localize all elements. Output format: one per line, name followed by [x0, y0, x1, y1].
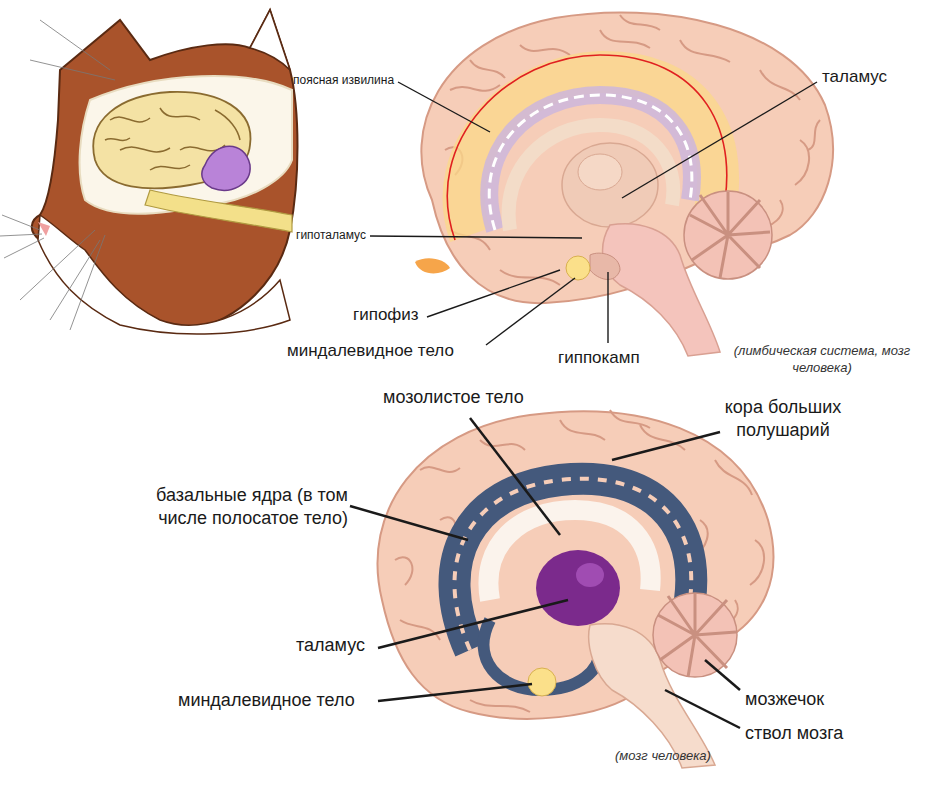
structure-label: таламус [296, 634, 365, 657]
cat-head [145, 190, 292, 232]
leader-line [350, 418, 740, 728]
figure-caption: (мозг человека) [615, 748, 711, 765]
limbic-brain [684, 191, 772, 279]
limbic-brain [509, 125, 674, 230]
leader-line [350, 506, 468, 540]
structure-label: поясная извилина [293, 73, 394, 89]
leader-line [612, 432, 720, 460]
leader-line [378, 600, 568, 648]
leader-line [370, 236, 582, 238]
cat-head [202, 146, 250, 190]
limbic-brain [489, 95, 692, 230]
structure-label: гипоталамус [296, 228, 366, 244]
limbic-brain [690, 192, 770, 278]
human-brain [377, 410, 773, 768]
structure-label: кора больших полушарий [698, 396, 868, 443]
human-brain [658, 593, 736, 677]
cat-head [38, 215, 290, 334]
limbic-brain [415, 12, 833, 356]
leader-line [398, 82, 490, 132]
leader-line [370, 82, 817, 345]
human-brain [536, 550, 620, 626]
leader-line [486, 278, 575, 345]
leader-line [622, 82, 817, 198]
limbic-brain [590, 253, 620, 279]
leader-line [705, 660, 740, 690]
cat-head [0, 10, 298, 334]
limbic-brain [489, 95, 692, 230]
leader-line [470, 418, 560, 535]
leader-line [665, 690, 740, 728]
human-brain [377, 411, 773, 718]
cat-head [0, 20, 115, 330]
leader-line [427, 270, 560, 317]
structure-label: мозжечок [745, 688, 824, 711]
structure-label: ствол мозга [745, 722, 843, 745]
structure-label: гиппокамп [558, 347, 640, 369]
cat-head [250, 10, 290, 70]
leader-line [607, 272, 608, 343]
limbic-brain [447, 55, 727, 240]
human-brain [576, 563, 604, 587]
figure-caption: (лимбическая система, мозг человека) [722, 343, 922, 377]
structure-label: таламус [822, 66, 887, 88]
leader-line [378, 684, 532, 701]
structure-label: гипофиз [353, 304, 419, 326]
structure-label: миндалевидное тело [178, 689, 355, 712]
structure-label: мозолистое тело [383, 386, 524, 409]
limbic-brain [415, 258, 450, 273]
limbic-brain [464, 72, 719, 235]
human-brain [395, 410, 764, 712]
structure-label: базальные ядра (в том числе полосатое те… [120, 484, 348, 531]
structure-label: миндалевидное тело [287, 340, 454, 362]
cat-head [80, 76, 292, 214]
human-brain [653, 593, 737, 677]
limbic-brain [566, 256, 590, 280]
limbic-brain [578, 154, 622, 190]
human-brain [528, 668, 556, 696]
